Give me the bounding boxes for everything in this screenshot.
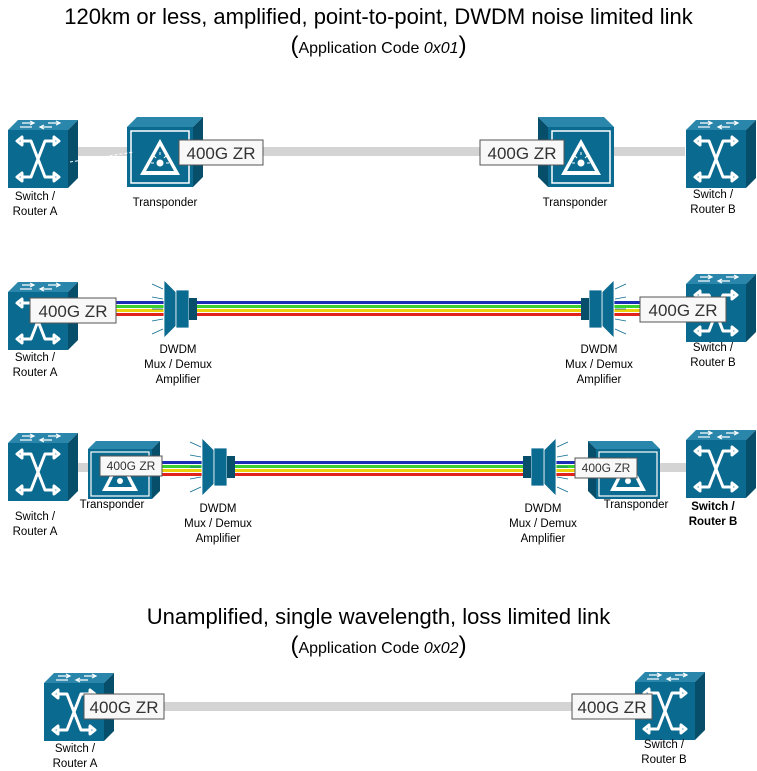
dwdm-amplifier-icon xyxy=(580,279,627,339)
amplifier-label: Amplifier xyxy=(521,533,566,545)
fiber-link xyxy=(70,463,92,472)
dwdm-wavelengths xyxy=(160,461,580,476)
switch-router-icon xyxy=(6,118,80,190)
dwdm-label: DWDM xyxy=(524,503,561,515)
zr-module-label: 400G ZR xyxy=(99,455,163,477)
svg-text:400G ZR: 400G ZR xyxy=(582,461,631,475)
mux-demux-label: Mux / Demux xyxy=(509,518,577,530)
transponder-label: Transponder xyxy=(133,197,198,209)
switch-label: Switch / xyxy=(55,743,96,755)
application-code: 0x02 xyxy=(423,640,459,657)
svg-text:400G ZR: 400G ZR xyxy=(649,301,718,320)
fiber-link xyxy=(70,147,685,156)
application-code: 0x01 xyxy=(423,40,459,57)
paren-close: ) xyxy=(458,32,467,59)
dwdm-label: DWDM xyxy=(159,344,196,356)
svg-text:400G ZR: 400G ZR xyxy=(488,144,557,163)
subtitle-text: Application Code xyxy=(298,640,424,657)
subtitle-application-code-02: (Application Code 0x02) xyxy=(0,632,757,660)
paren-open: ( xyxy=(290,32,299,59)
switch-label: Switch / xyxy=(15,511,56,523)
title-unamplified-link: Unamplified, single wavelength, loss lim… xyxy=(146,604,611,629)
transponder-label: Transponder xyxy=(543,197,608,209)
amplifier-label: Amplifier xyxy=(196,533,241,545)
dwdm-label: DWDM xyxy=(199,503,236,515)
zr-module-label: 400G ZR xyxy=(571,693,653,720)
switch-label: Switch / xyxy=(693,189,734,201)
amplifier-label: Amplifier xyxy=(156,374,201,386)
switch-router-icon xyxy=(6,431,80,503)
zr-module-label: 400G ZR xyxy=(574,457,638,479)
svg-text:400G ZR: 400G ZR xyxy=(107,459,156,473)
paren-close: ) xyxy=(458,632,467,659)
router-a-label: Router A xyxy=(13,367,58,379)
zr-module-label: 400G ZR xyxy=(29,297,117,324)
zr-module-label: 400G ZR xyxy=(639,296,727,323)
fiber-link xyxy=(105,702,640,711)
zr-module-label: 400G ZR xyxy=(479,139,565,166)
transponder-label: Transponder xyxy=(80,499,145,511)
router-a-label: Router A xyxy=(13,526,58,538)
transponder-label: Transponder xyxy=(604,499,669,511)
dwdm-amplifier-icon xyxy=(151,279,198,339)
switch-label: Switch / xyxy=(15,352,56,364)
zr-module-label: 400G ZR xyxy=(178,139,264,166)
svg-text:400G ZR: 400G ZR xyxy=(90,698,159,717)
mux-demux-label: Mux / Demux xyxy=(144,359,212,371)
router-b-label: Router B xyxy=(689,516,738,528)
switch-router-icon xyxy=(684,118,757,190)
paren-open: ( xyxy=(290,632,299,659)
svg-text:400G ZR: 400G ZR xyxy=(187,144,256,163)
dwdm-amplifier-icon xyxy=(189,437,236,497)
switch-label: Switch / xyxy=(15,191,56,203)
router-b-label: Router B xyxy=(690,204,736,216)
fiber-link xyxy=(660,463,688,472)
zr-module-label: 400G ZR xyxy=(83,693,165,720)
router-b-label: Router B xyxy=(641,754,687,766)
mux-demux-label: Mux / Demux xyxy=(565,359,633,371)
subtitle-application-code-01: (Application Code 0x01) xyxy=(0,32,757,60)
dwdm-label: DWDM xyxy=(580,344,617,356)
amplifier-label: Amplifier xyxy=(577,374,622,386)
dwdm-amplifier-icon xyxy=(522,437,569,497)
title-amplified-link: 120km or less, amplified, point-to-point… xyxy=(64,4,693,29)
subtitle-text: Application Code xyxy=(298,40,424,57)
switch-label: Switch / xyxy=(644,739,685,751)
router-b-label: Router B xyxy=(690,357,736,369)
switch-label: Switch / xyxy=(693,342,734,354)
svg-text:400G ZR: 400G ZR xyxy=(39,302,108,321)
dwdm-wavelengths xyxy=(115,301,690,316)
mux-demux-label: Mux / Demux xyxy=(184,518,252,530)
router-a-label: Router A xyxy=(53,758,98,770)
switch-router-icon xyxy=(684,428,757,500)
switch-label: Switch / xyxy=(691,501,735,513)
router-a-label: Router A xyxy=(13,206,58,218)
svg-text:400G ZR: 400G ZR xyxy=(578,698,647,717)
